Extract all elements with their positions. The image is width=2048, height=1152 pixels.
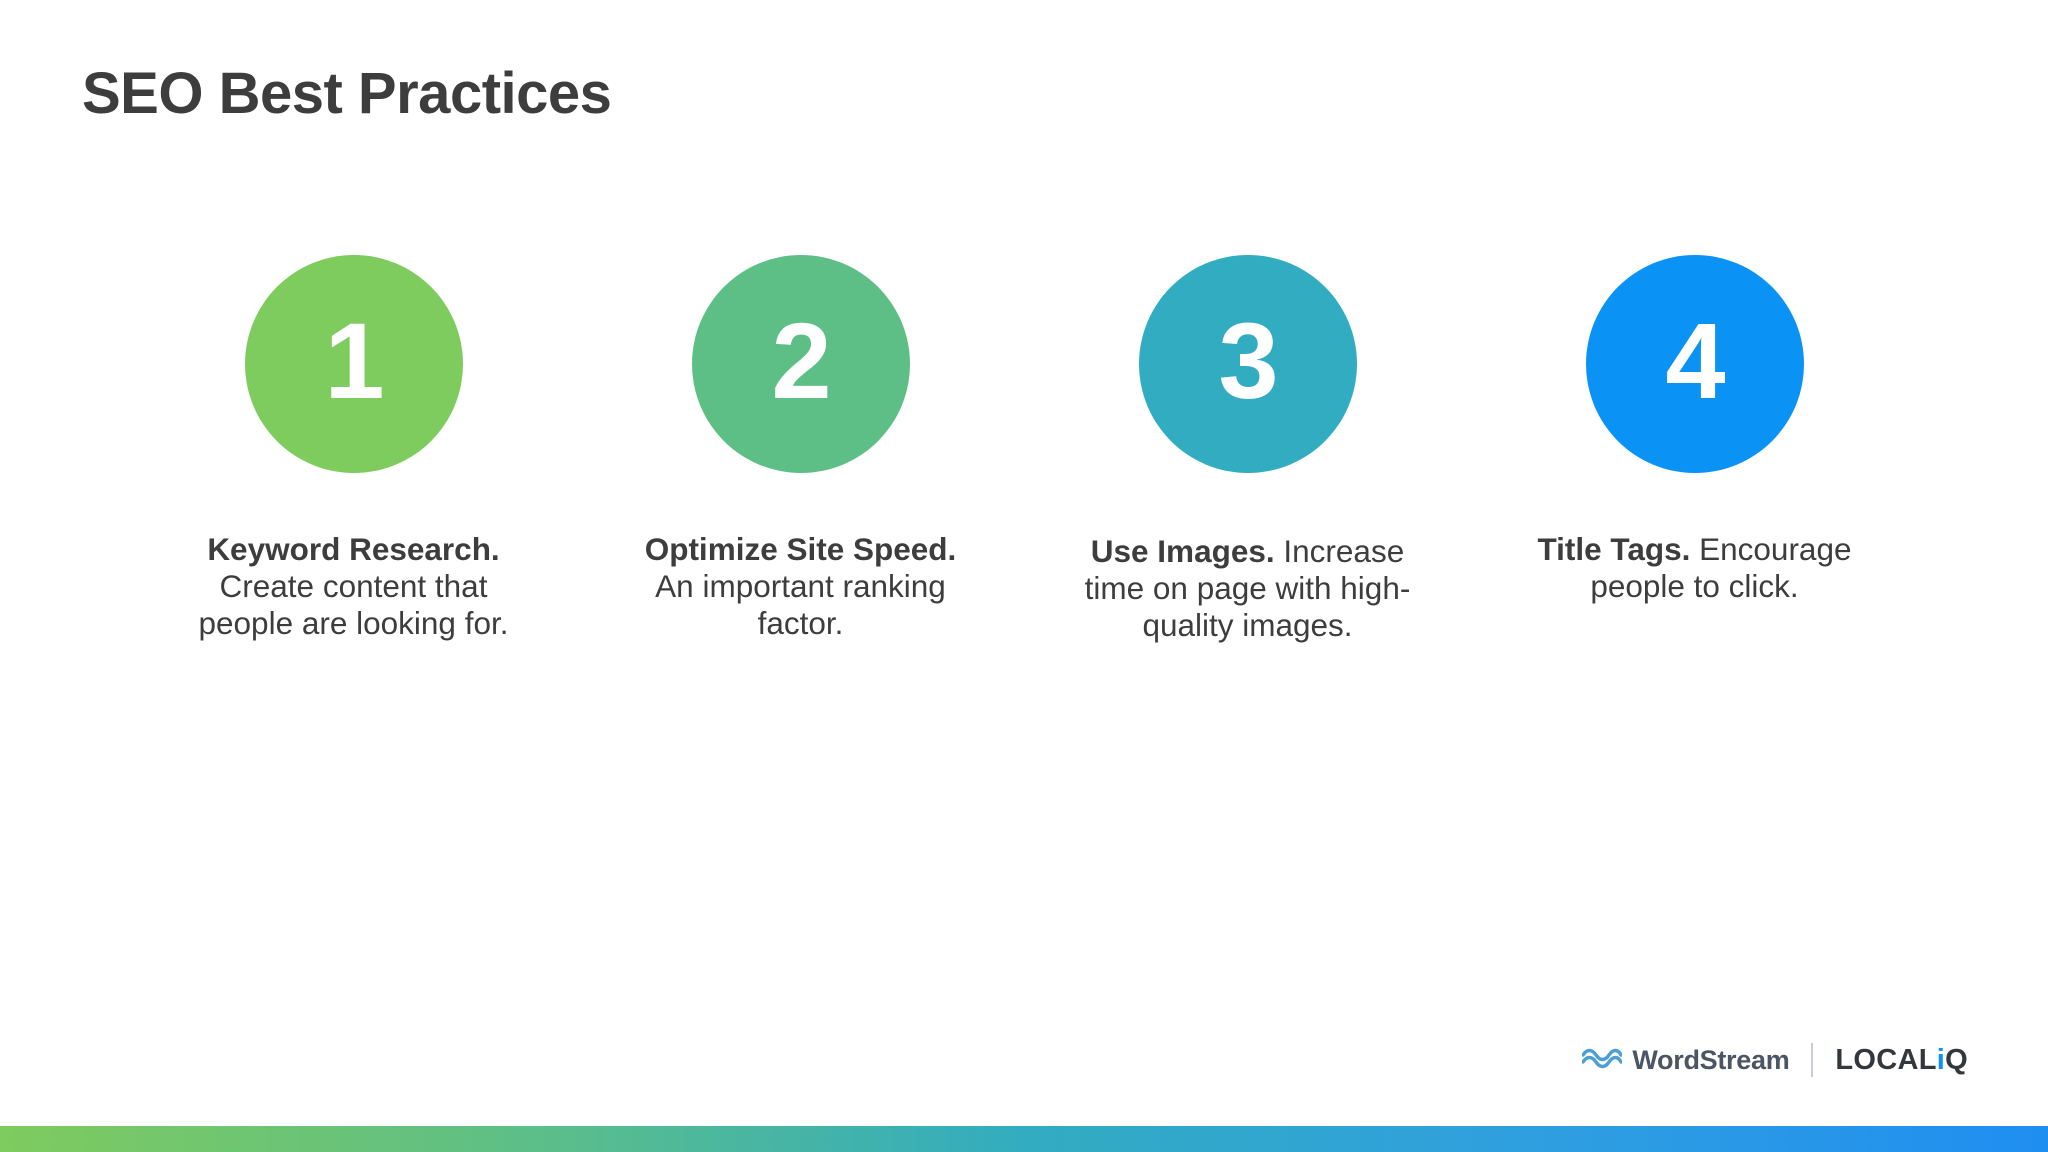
step-caption-2: Optimize Site Speed. An important rankin…: [636, 531, 966, 642]
step-number-1: 1: [324, 300, 384, 421]
page-title: SEO Best Practices: [82, 61, 612, 126]
wave-icon: [1581, 1047, 1624, 1074]
step-card-1: 1 Keyword Research. Create content that …: [130, 255, 577, 642]
wordstream-logo: WordStream: [1581, 1044, 1790, 1076]
footer-divider: [1811, 1043, 1814, 1077]
steps-row: 1 Keyword Research. Create content that …: [130, 255, 1920, 644]
step-number-3: 3: [1218, 300, 1278, 421]
step-lead-3: Use Images.: [1090, 533, 1275, 569]
step-caption-3: Use Images. Increase time on page with h…: [1083, 533, 1413, 644]
step-body-1: Create content that people are looking f…: [198, 568, 509, 642]
step-caption-1: Keyword Research. Create content that pe…: [189, 531, 519, 642]
step-circle-2: 2: [691, 255, 910, 473]
step-circle-1: 1: [244, 255, 463, 473]
step-lead-4: Title Tags.: [1537, 531, 1691, 567]
step-lead-1: Keyword Research.: [207, 531, 500, 567]
wordstream-label: WordStream: [1632, 1044, 1790, 1075]
localiq-logo: LOCALiQ: [1835, 1044, 1968, 1077]
step-body-4: Encourage people to click.: [1590, 531, 1852, 605]
localiq-suffix: Q: [1945, 1043, 1968, 1076]
step-body-2: An important ranking factor.: [655, 568, 946, 642]
step-card-3: 3 Use Images. Increase time on page with…: [1024, 255, 1471, 644]
bottom-gradient-bar: [0, 1126, 2048, 1152]
step-body-3: Increase time on page with high-quality …: [1084, 533, 1411, 644]
step-caption-4: Title Tags. Encourage people to click.: [1530, 531, 1860, 605]
footer-branding: WordStream LOCALiQ: [1581, 1040, 1968, 1080]
step-circle-4: 4: [1585, 255, 1804, 473]
step-number-4: 4: [1665, 300, 1725, 421]
step-card-2: 2 Optimize Site Speed. An important rank…: [577, 255, 1024, 642]
step-number-2: 2: [771, 300, 831, 421]
localiq-i: i: [1936, 1043, 1946, 1076]
step-card-4: 4 Title Tags. Encourage people to click.: [1471, 255, 1918, 605]
step-circle-3: 3: [1138, 255, 1357, 473]
localiq-prefix: LOCAL: [1835, 1043, 1937, 1076]
step-lead-2: Optimize Site Speed.: [644, 531, 957, 567]
